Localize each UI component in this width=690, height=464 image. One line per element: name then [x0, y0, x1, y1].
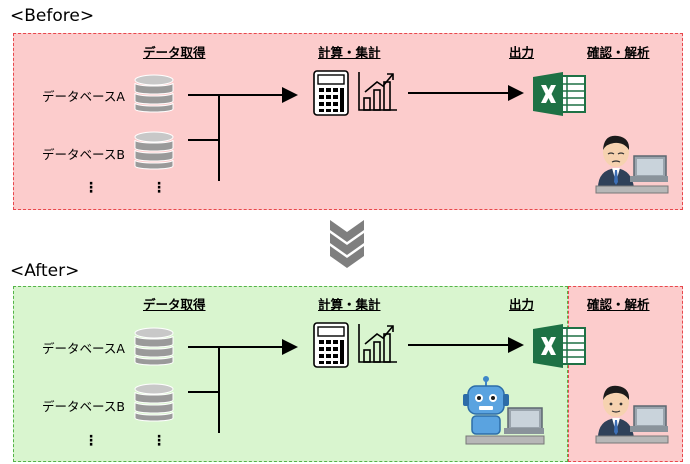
before-header-data-acquisition: データ取得: [143, 45, 206, 60]
double-chevron-down-icon: [330, 220, 364, 268]
before-ellipsis-icons: ⋮: [152, 180, 166, 196]
after-header-data-acquisition: データ取得: [143, 297, 206, 312]
database-icon: [134, 131, 174, 170]
chart-icon: [358, 72, 397, 111]
database-icon: [134, 327, 174, 366]
before-db-label-b: データベースB: [42, 147, 125, 162]
before-panel: [13, 33, 683, 210]
excel-icon: [533, 72, 586, 116]
before-title: <Before>: [10, 6, 95, 26]
excel-icon: [533, 324, 586, 368]
after-header-review: 確認・解析: [587, 297, 650, 312]
before-header-review: 確認・解析: [587, 45, 650, 60]
calculator-icon: [313, 70, 349, 116]
chart-icon: [358, 324, 397, 363]
database-icon: [134, 383, 174, 422]
database-icon: [134, 74, 174, 113]
person-at-laptop-icon: [595, 135, 669, 194]
after-header-output: 出力: [509, 297, 535, 312]
after-header-calc: 計算・集計: [318, 297, 381, 312]
before-db-label-a: データベースA: [42, 89, 125, 104]
robot-at-laptop-icon: [463, 376, 545, 445]
before-header-output: 出力: [509, 45, 535, 60]
after-db-label-b: データベースB: [42, 399, 125, 414]
after-db-label-a: データベースA: [42, 341, 125, 356]
before-header-calc: 計算・集計: [318, 45, 381, 60]
after-title: <After>: [10, 261, 80, 281]
before-ellipsis-labels: ⋮: [84, 180, 98, 196]
after-ellipsis-icons: ⋮: [152, 433, 166, 449]
after-ellipsis-labels: ⋮: [84, 433, 98, 449]
person-at-laptop-icon: [595, 385, 669, 444]
calculator-icon: [313, 322, 349, 368]
